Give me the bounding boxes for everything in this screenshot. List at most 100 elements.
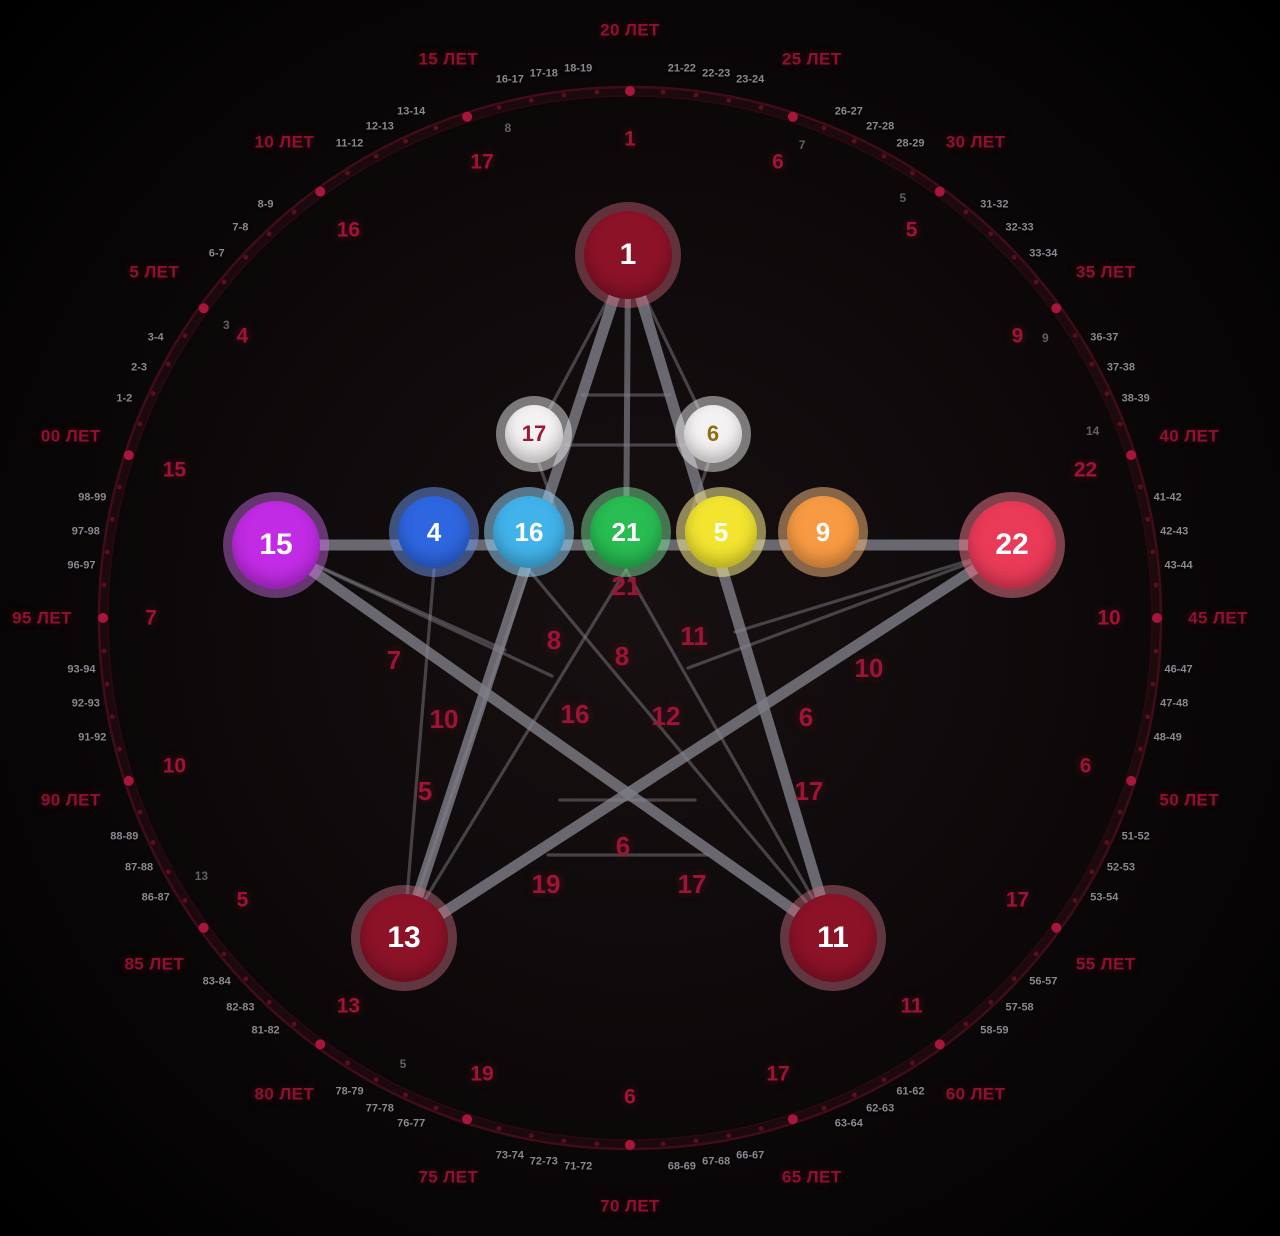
node-15[interactable]: 15: [232, 501, 320, 589]
year-dot: [1150, 681, 1156, 687]
node-5[interactable]: 5: [685, 496, 757, 568]
node-13[interactable]: 13: [360, 894, 448, 982]
year-pair-label: 96-97: [67, 559, 96, 572]
year-pair-label: 68-69: [667, 1160, 696, 1173]
node-1[interactable]: 1: [584, 211, 672, 299]
inner-number: 5: [417, 776, 433, 806]
major-year-dot: [1126, 775, 1137, 786]
year-pair-label: 56-57: [1029, 975, 1058, 988]
node-value: 9: [815, 516, 831, 547]
year-pair-label: 27-28: [866, 120, 895, 133]
year-dot: [660, 1141, 666, 1147]
year-pair-label: 83-84: [202, 975, 231, 988]
minor-number: 5: [899, 190, 907, 205]
period-number: 6: [624, 1085, 636, 1109]
period-number: 7: [145, 606, 157, 630]
node-11[interactable]: 11: [789, 894, 877, 982]
web-line: [402, 568, 531, 936]
major-year-dot: [787, 111, 798, 122]
node-9[interactable]: 9: [787, 496, 859, 568]
year-pair-label: 13-14: [397, 105, 426, 118]
year-pair-label: 58-59: [980, 1024, 1009, 1037]
period-number: 13: [336, 994, 361, 1018]
major-year-dot: [462, 111, 473, 122]
year-dot: [881, 1077, 887, 1083]
period-number: 17: [766, 1062, 790, 1086]
pentagram-line: [622, 249, 839, 944]
year-dot: [821, 125, 827, 131]
node-value: 4: [426, 516, 442, 547]
inner-number: 8: [546, 625, 562, 655]
age-label: 15 ЛЕТ: [418, 49, 479, 69]
year-dot: [1117, 809, 1123, 815]
year-dot: [726, 1133, 732, 1139]
major-year-dot: [123, 775, 134, 786]
major-year-dot: [934, 186, 945, 197]
node-17[interactable]: 17: [505, 405, 563, 463]
node-22[interactable]: 22: [968, 501, 1056, 589]
year-dot: [660, 89, 666, 95]
year-dot: [963, 1021, 969, 1027]
year-dot: [104, 549, 110, 555]
minor-number: 9: [1042, 330, 1049, 345]
year-pair-label: 73-74: [495, 1149, 524, 1162]
year-dot: [594, 1141, 600, 1147]
year-dot: [403, 138, 409, 144]
period-number: 6: [1079, 754, 1092, 778]
year-pair-label: 97-98: [71, 525, 100, 538]
year-dot: [561, 92, 567, 98]
node-4[interactable]: 4: [398, 496, 470, 568]
node-value: 5: [713, 516, 729, 547]
year-dot: [963, 209, 969, 215]
node-21[interactable]: 21: [590, 496, 662, 568]
year-pair-label: 66-67: [736, 1149, 765, 1162]
web-line: [527, 568, 835, 936]
year-dot: [117, 484, 122, 490]
year-dot: [1138, 484, 1143, 490]
year-pair-label: 6-7: [208, 247, 225, 260]
major-year-dot: [98, 613, 108, 623]
year-dot: [726, 97, 732, 103]
inner-number: 21: [611, 571, 641, 601]
year-pair-label: 37-38: [1106, 361, 1136, 374]
year-dot: [182, 897, 188, 903]
node-value: 16: [514, 516, 544, 547]
period-number: 6: [772, 150, 784, 174]
year-dot: [433, 1105, 439, 1111]
year-dot: [1011, 254, 1017, 260]
year-dot: [291, 209, 297, 215]
year-pair-label: 53-54: [1090, 891, 1119, 904]
year-dot: [1145, 516, 1151, 522]
minor-number: 14: [1085, 424, 1100, 439]
year-dot: [101, 648, 107, 654]
year-pair-label: 86-87: [141, 891, 170, 904]
year-dot: [528, 97, 534, 103]
year-pair-label: 18-19: [564, 62, 593, 75]
period-number: 17: [470, 150, 494, 174]
node-16[interactable]: 16: [493, 496, 565, 568]
year-pair-label: 7-8: [232, 221, 249, 234]
year-pair-label: 63-64: [834, 1117, 863, 1130]
year-dot: [266, 231, 272, 237]
year-pair-label: 77-78: [365, 1102, 394, 1115]
age-label: 40 ЛЕТ: [1159, 426, 1220, 446]
period-number: 5: [236, 888, 249, 912]
inner-number: 11: [680, 621, 708, 651]
age-label: 20 ЛЕТ: [600, 20, 660, 40]
year-pair-label: 38-39: [1121, 392, 1150, 405]
year-dot: [266, 999, 272, 1005]
node-6[interactable]: 6: [684, 405, 742, 463]
age-label: 55 ЛЕТ: [1075, 954, 1136, 974]
age-label: 95 ЛЕТ: [12, 608, 72, 628]
year-dot: [182, 333, 188, 339]
year-pair-label: 32-33: [1005, 221, 1034, 234]
year-dot: [594, 89, 600, 95]
period-number: 22: [1073, 458, 1098, 482]
year-pair-label: 21-22: [667, 62, 696, 75]
node-value: 22: [995, 528, 1029, 561]
year-pair-label: 72-73: [529, 1155, 558, 1168]
year-pair-label: 1-2: [116, 392, 133, 405]
node-value: 17: [521, 421, 547, 446]
year-dot: [403, 1092, 409, 1098]
